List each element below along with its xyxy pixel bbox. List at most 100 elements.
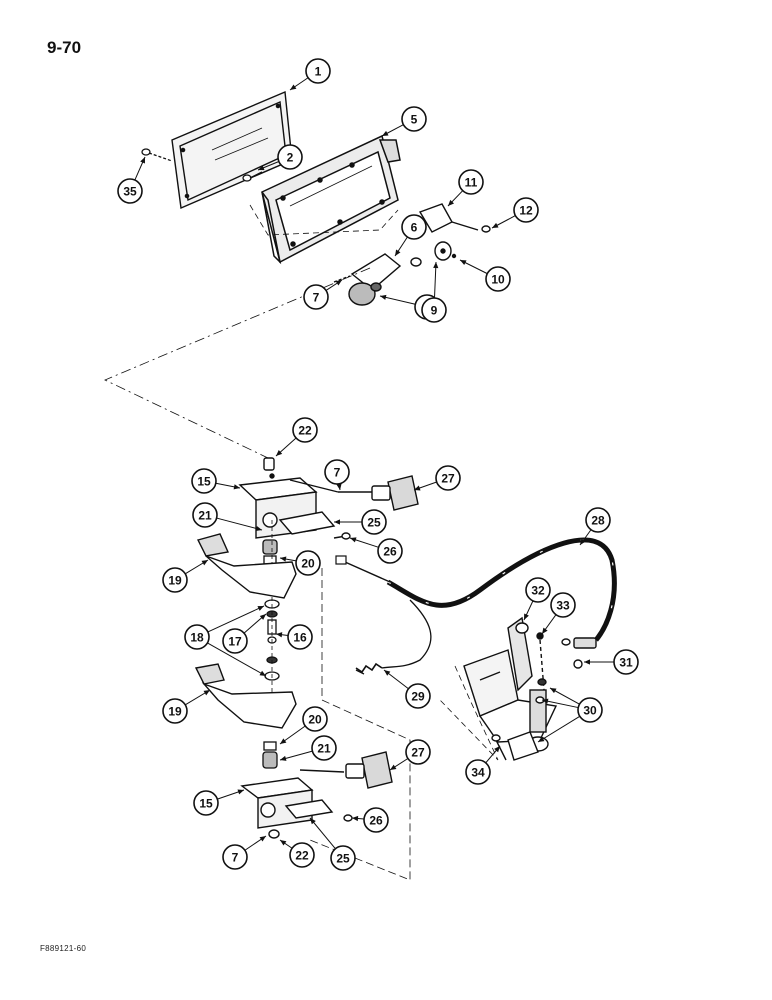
callout-number: 1 [315,65,322,79]
leader-arrowhead [395,249,401,256]
leader-line [379,295,416,305]
callout-26: 26 [349,537,403,564]
leader-arrowhead [334,519,340,525]
callout-balloon [405,683,431,709]
callout-6: 6 [394,214,427,257]
callout-number: 10 [491,273,505,287]
leader-arrowhead [237,789,244,795]
callout-number: 22 [295,849,309,863]
frame-guide-dash [249,204,399,236]
callout-11: 11 [447,169,484,207]
callout-22: 22 [275,417,318,457]
leader-arrowhead [233,484,240,490]
callout-balloon [361,509,387,535]
callout-number: 20 [301,557,315,571]
callout-25: 25 [334,509,387,535]
leader-arrowhead [390,764,397,770]
leader-arrowhead [414,485,421,491]
leader-arrowhead [384,670,391,676]
callout-22: 22 [279,839,315,868]
governor-housing [463,616,597,761]
callout-34: 34 [465,745,501,785]
leader-arrowhead [255,525,262,531]
callout-balloon [277,144,303,170]
callout-balloon [162,567,188,593]
callout-number: 18 [190,631,204,645]
leader-arrowhead [276,450,283,456]
leader-arrowhead [433,262,439,269]
callout-balloon [295,550,321,576]
callout-20: 20 [279,706,328,745]
callout-number: 15 [197,475,211,489]
callout-number: 25 [336,852,350,866]
callout-35: 35 [117,156,146,204]
callout-balloon [363,807,389,833]
leader-arrowhead [492,222,499,228]
callout-9: 9 [421,261,447,323]
callout-16: 16 [275,624,313,650]
leader-arrowhead [580,538,586,545]
callout-number: 35 [123,185,137,199]
callout-5: 5 [381,106,427,137]
callout-balloon [222,844,248,870]
leader-arrowhead [280,755,287,761]
callout-number: 7 [334,466,341,480]
leader-arrowhead [259,614,266,620]
leader-arrowhead [542,627,548,634]
callout-number: 26 [383,545,397,559]
throttle-cable [335,537,617,642]
callout-20: 20 [279,550,321,576]
callout-19: 19 [162,559,209,593]
callout-27: 27 [389,739,431,771]
leader-line [537,715,581,743]
callout-12: 12 [491,197,539,229]
leader-arrowhead [203,690,210,696]
leader-arrowhead [310,818,316,825]
callout-number: 7 [232,851,239,865]
callout-balloon [458,169,484,195]
leader-arrowhead [538,736,545,742]
callout-1: 1 [289,58,331,91]
callout-balloon [435,465,461,491]
lower-lever [194,663,297,729]
return-spring-cable [355,599,432,675]
callout-30: 30 [537,687,603,743]
callout-25: 25 [309,817,356,871]
callout-number: 22 [298,424,312,438]
callout-balloon [577,697,603,723]
callout-27: 27 [413,465,461,491]
callout-number: 16 [293,631,307,645]
leader-arrowhead [350,537,357,543]
callout-number: 27 [411,746,425,760]
leader-line [309,817,336,850]
leader-arrowhead [584,659,590,665]
routing-dash-outline [309,568,411,881]
callout-balloon [289,842,315,868]
callout-7: 7 [222,835,267,870]
leader-arrowhead [550,688,557,694]
leader-arrowhead [258,165,265,171]
callout-number: 19 [168,574,182,588]
leader-arrowhead [336,483,342,490]
lower-spacer [262,741,278,769]
callout-21: 21 [279,735,337,761]
leader-arrowhead [201,560,208,566]
callout-2: 2 [257,144,303,171]
callout-21: 21 [192,502,263,531]
callout-31: 31 [584,649,639,675]
callout-balloon [191,468,217,494]
callout-17: 17 [222,613,267,654]
leader-arrowhead [259,670,266,676]
callout-number: 17 [228,635,242,649]
callout-number: 19 [168,705,182,719]
callout-10: 10 [459,259,511,292]
callout-balloon [485,266,511,292]
callout-number: 29 [411,690,425,704]
callout-number: 21 [317,742,331,756]
callout-balloon [525,577,551,603]
lower-switch [345,751,393,789]
leader-arrowhead [280,840,287,846]
callout-balloon [311,735,337,761]
spacer-stack [262,520,280,700]
console-frame [261,134,401,265]
